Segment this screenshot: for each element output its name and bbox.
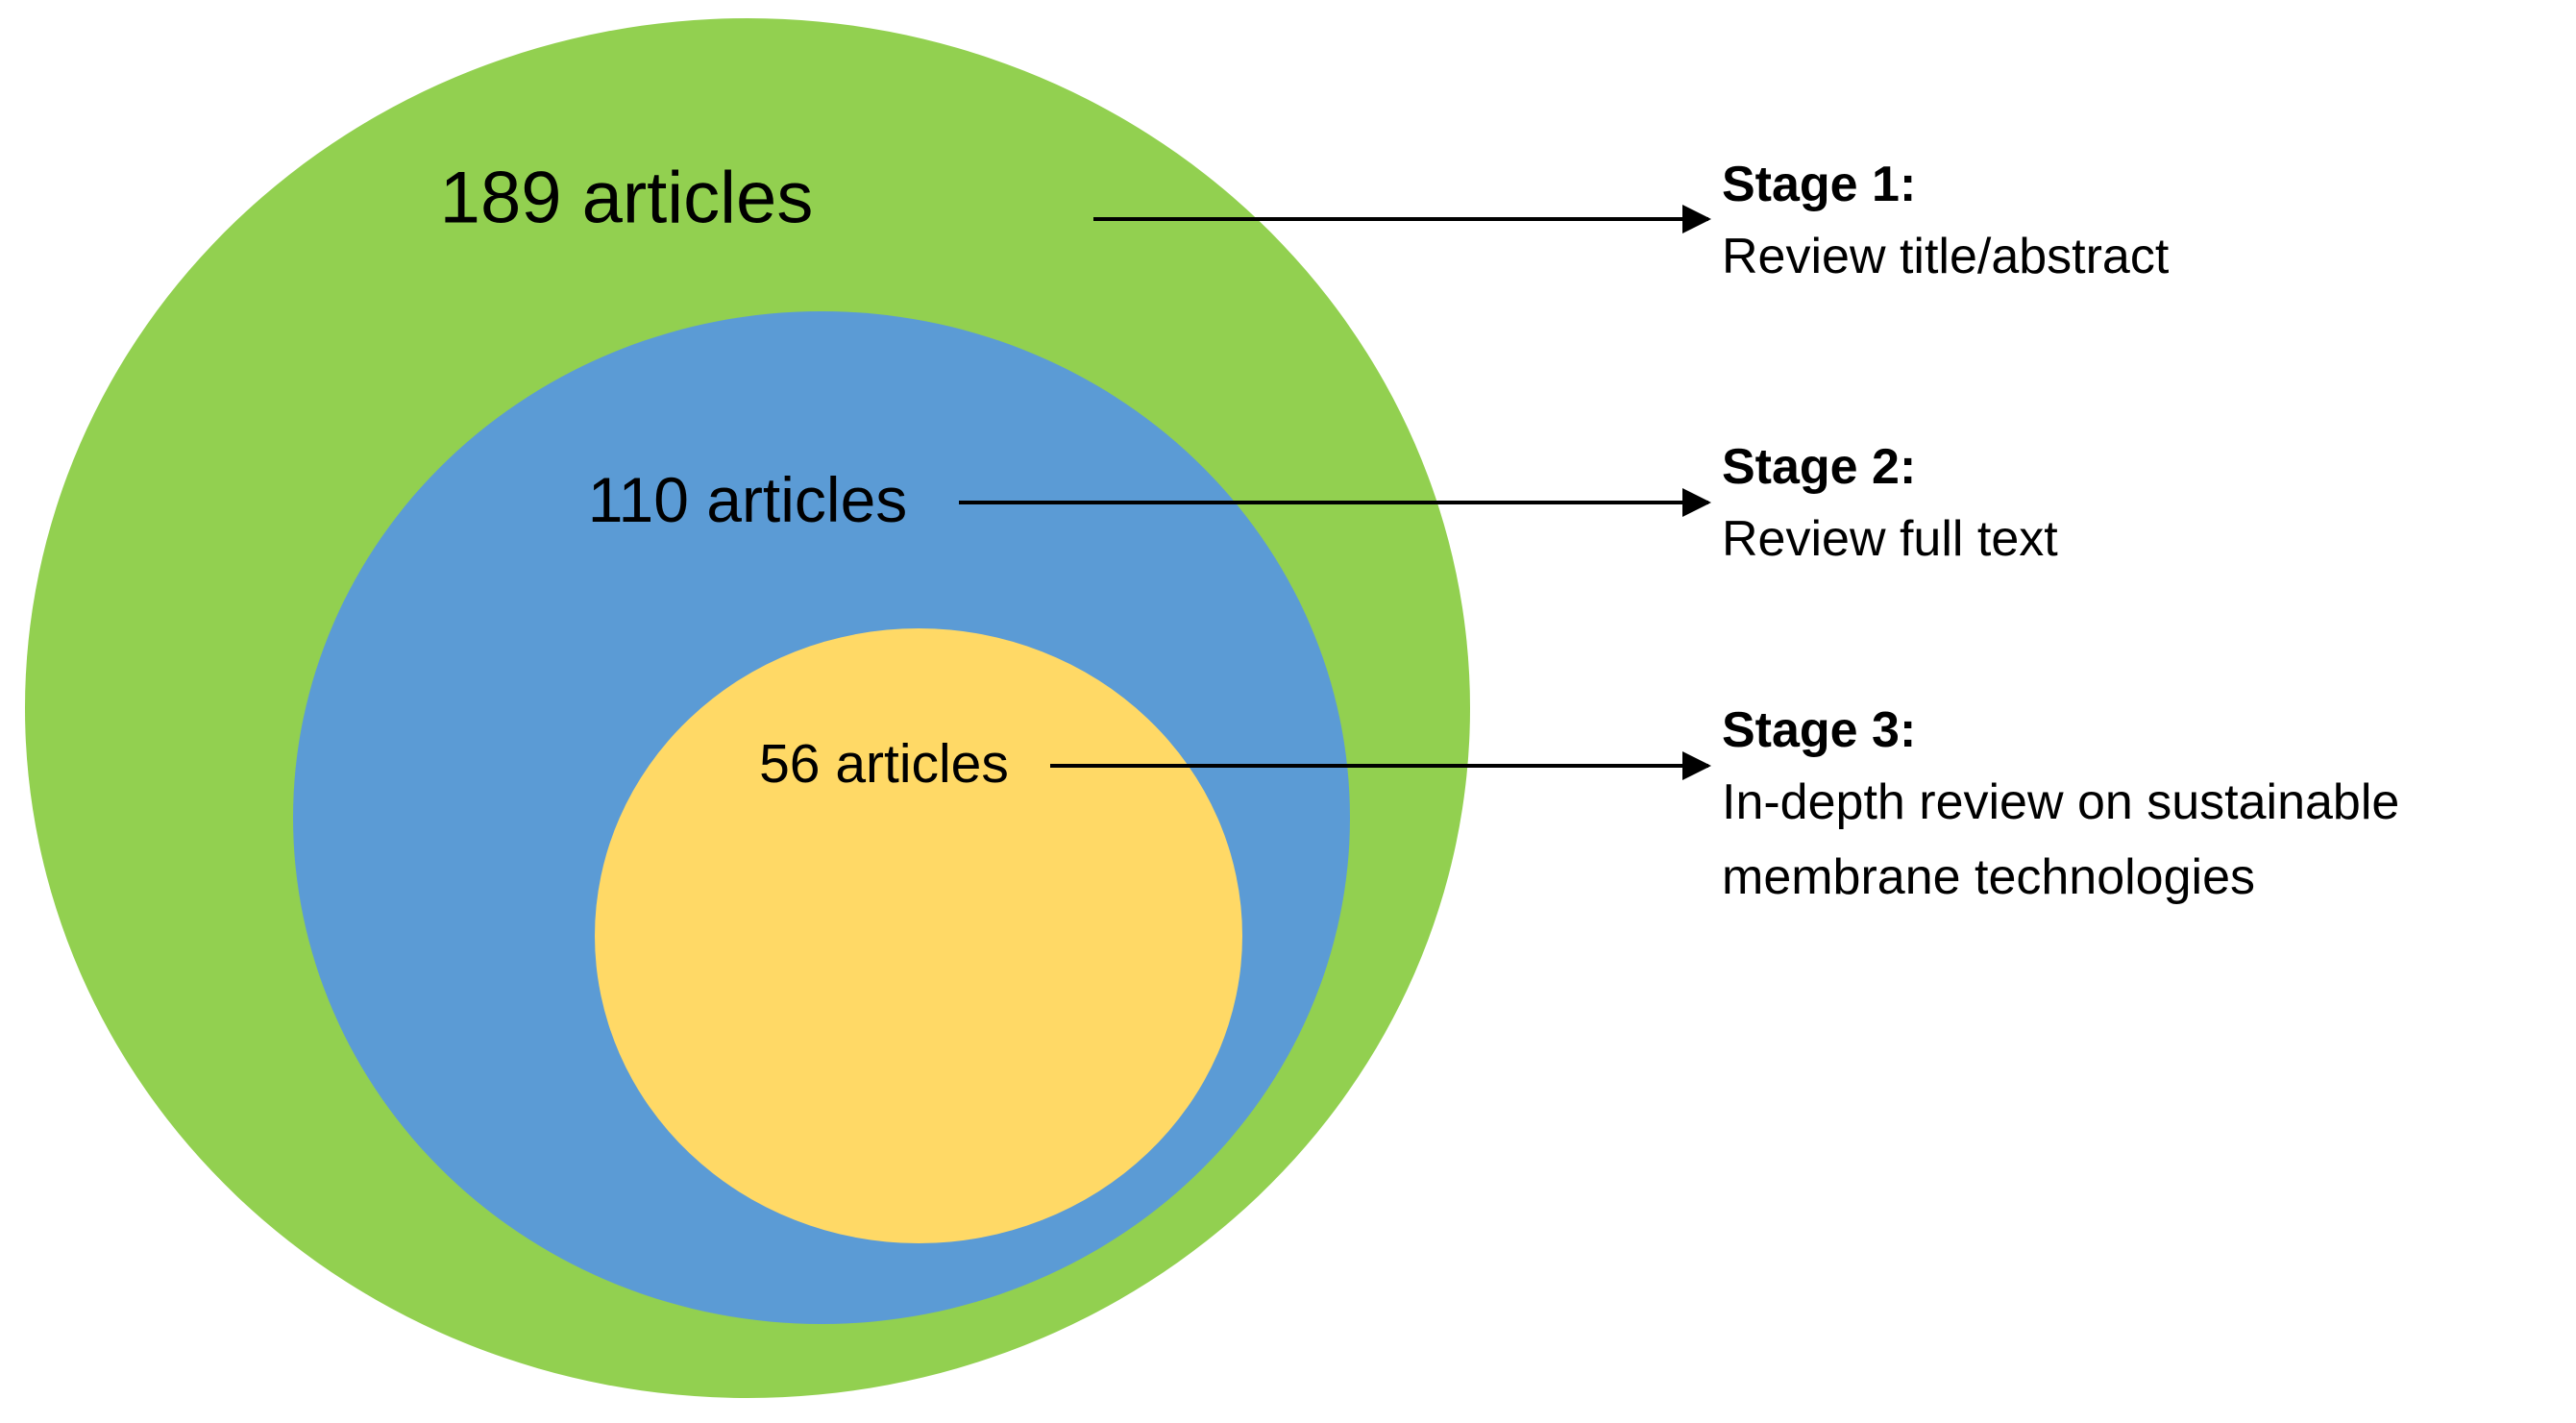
stage1-description: Review title/abstract bbox=[1722, 229, 2170, 284]
stage2-heading: Stage 2: bbox=[1722, 439, 1917, 495]
stage2-description: Review full text bbox=[1722, 511, 2058, 567]
stage3-count-label: 56 articles bbox=[759, 733, 1009, 795]
stage2-count-label: 110 articles bbox=[587, 464, 908, 535]
stage1-heading: Stage 1: bbox=[1722, 157, 1917, 212]
stage2-text-block: Stage 2: Review full text bbox=[1722, 432, 2572, 577]
stage1-count-label: 189 articles bbox=[439, 157, 814, 239]
stage3-heading: Stage 3: bbox=[1722, 702, 1917, 758]
stage3-text-block: Stage 3: In-depth review on sustainable … bbox=[1722, 696, 2572, 915]
stage3-description: In-depth review on sustainable membrane … bbox=[1722, 774, 2400, 905]
stage1-text-block: Stage 1: Review title/abstract bbox=[1722, 150, 2572, 294]
stage3-circle bbox=[595, 628, 1242, 1243]
